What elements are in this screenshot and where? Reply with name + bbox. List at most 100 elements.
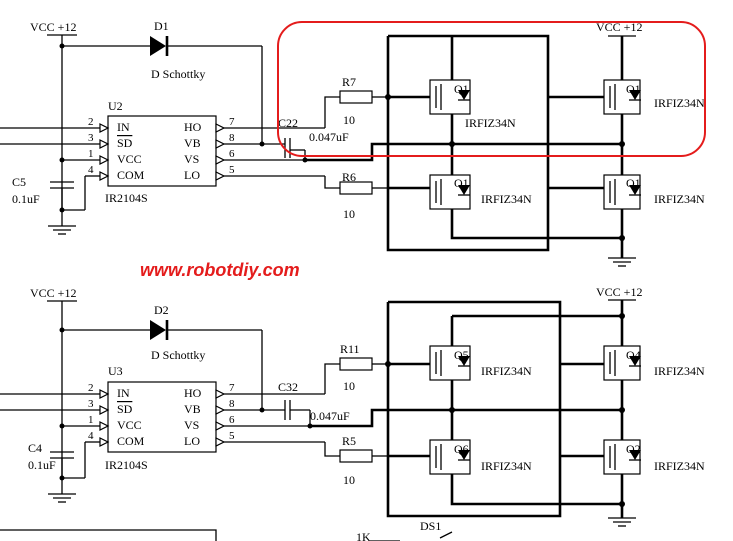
pin-num-4: 4	[88, 430, 94, 442]
q-hs-left-part: IRFIZ34N	[465, 116, 516, 130]
diode-d2-symbol	[150, 320, 166, 340]
r11-body	[339, 357, 373, 371]
q-ls-right-ref: Q1	[626, 176, 641, 190]
pin-arrow-vcc	[99, 155, 110, 165]
pin-vb-label: VB	[184, 136, 201, 150]
ds1-ref: DS1	[420, 519, 441, 533]
diode-ref: D1	[154, 19, 169, 33]
pin-num-8: 8	[229, 132, 235, 144]
junction	[619, 235, 625, 241]
c22-ref: C22	[278, 116, 298, 130]
q-hs-left-ref: Q1	[454, 82, 469, 96]
r7-body	[339, 90, 373, 104]
pin-vcc-label: VCC	[117, 152, 142, 166]
junction	[619, 313, 625, 319]
pin-arrow-lo	[215, 171, 226, 181]
pin-num-2: 2	[88, 382, 94, 394]
pin-arrow-com	[99, 437, 110, 447]
pin-num-1: 1	[88, 148, 94, 160]
diode-value: D Schottky	[151, 67, 205, 81]
ic-part: IR2104S	[105, 458, 148, 472]
pin-ho-label: HO	[184, 386, 202, 400]
pin-arrow-vb	[215, 405, 226, 415]
pin-vb-label: VB	[184, 402, 201, 416]
mosfet-q-ls-left	[429, 174, 471, 210]
mosfet-q4	[603, 345, 641, 381]
footer-wire	[0, 529, 217, 541]
pin-num-6: 6	[229, 414, 235, 426]
diode-value: D Schottky	[151, 348, 205, 362]
ls-left-source	[450, 472, 622, 506]
q6-part: IRFIZ34N	[481, 459, 532, 473]
q-ls-left-ref: Q1	[454, 176, 469, 190]
c5-value: 0.1uF	[12, 192, 40, 206]
top-h-bridge: VCC +12 D1 D Schottky U2 IR2104S IN SD V…	[0, 19, 706, 267]
r-partial-label: 1K	[356, 530, 371, 541]
pin-arrow-sd	[99, 139, 110, 149]
mosfet-q-hs-right	[603, 79, 641, 115]
c4-ref: C4	[28, 441, 42, 455]
pin-com-label: COM	[117, 168, 145, 182]
junction	[619, 407, 625, 413]
watermark-url: www.robotdiy.com	[140, 260, 300, 280]
diode-ref: D2	[154, 303, 169, 317]
pin-arrow-in	[99, 123, 110, 133]
r7-input-wire	[324, 96, 340, 128]
vs-output-node	[305, 142, 622, 162]
q4-ref: Q4	[626, 348, 641, 362]
q-hs-right-part: IRFIZ34N	[654, 96, 705, 110]
q2-ref: Q2	[626, 442, 641, 456]
vb-junction	[259, 407, 265, 413]
junction	[385, 361, 391, 367]
pin-num-5: 5	[229, 164, 235, 176]
gate-cross-wiring	[386, 34, 550, 252]
r7-ref: R7	[342, 75, 356, 89]
junction	[449, 407, 455, 413]
ic-part: IR2104S	[105, 191, 148, 205]
pin-arrow-vs	[215, 421, 226, 431]
pin-lo-label: LO	[184, 434, 200, 448]
vcc-junction	[59, 157, 65, 163]
pin-arrow-vcc	[99, 421, 110, 431]
pin-arrow-in	[99, 389, 110, 399]
r5-input-wire	[324, 442, 340, 457]
r6-input-wire	[324, 176, 340, 189]
diode-junction	[59, 327, 65, 333]
pin-arrow-ho	[215, 389, 226, 399]
q6-ref: Q6	[454, 442, 469, 456]
gate-cross-wiring	[386, 300, 562, 518]
pin-arrow-sd	[99, 405, 110, 415]
junction	[619, 501, 625, 507]
pin-in-label: IN	[117, 386, 130, 400]
pin-num-1: 1	[88, 414, 94, 426]
junction	[385, 94, 391, 100]
ic-u3-body	[107, 381, 217, 453]
pin-vs-label: VS	[184, 152, 199, 166]
pin-com-label: COM	[117, 434, 145, 448]
r11-ref: R11	[340, 342, 360, 356]
pin-num-5: 5	[229, 430, 235, 442]
bottom-h-bridge: VCC +12 D2 D Schottky U3 IR2104S IN SD V…	[0, 285, 705, 527]
q5-part: IRFIZ34N	[481, 364, 532, 378]
diode-junction	[59, 43, 65, 49]
pin-arrow-lo	[215, 437, 226, 447]
pin-num-7: 7	[229, 116, 235, 128]
q2-part: IRFIZ34N	[654, 459, 705, 473]
pin-num-3: 3	[88, 398, 94, 410]
pin-arrow-com	[99, 171, 110, 181]
pin-num-6: 6	[229, 148, 235, 160]
junction	[449, 141, 455, 147]
ic-ref: U2	[108, 99, 123, 113]
pin-num-2: 2	[88, 116, 94, 128]
vcc-left-label: VCC +12	[30, 286, 76, 300]
pin-arrow-vb	[215, 139, 226, 149]
mosfet-q-hs-left	[429, 79, 471, 115]
q5-ref: Q5	[454, 348, 469, 362]
r7-value: 10	[343, 113, 355, 127]
pin-num-8: 8	[229, 398, 235, 410]
pin-in-label: IN	[117, 120, 130, 134]
c22-value: 0.047uF	[309, 130, 349, 144]
vcc-right-label: VCC +12	[596, 20, 642, 34]
